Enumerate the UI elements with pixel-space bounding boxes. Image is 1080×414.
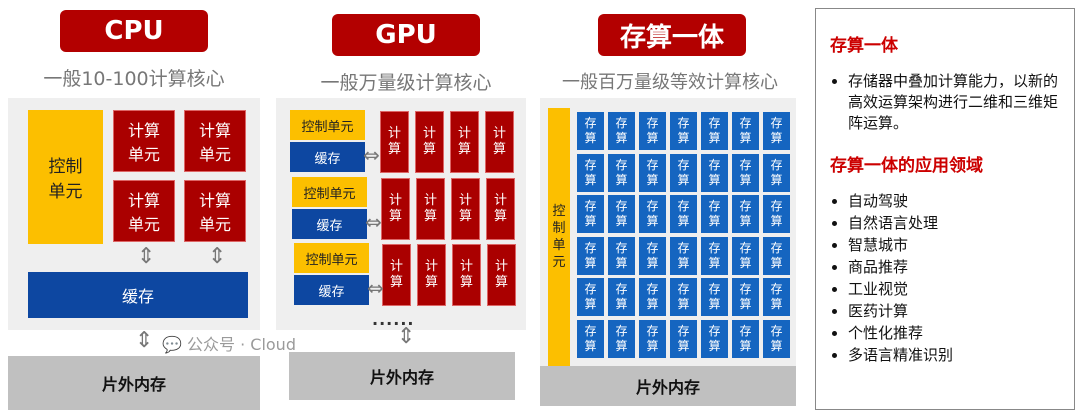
application-item: 个性化推荐 [848, 322, 1062, 343]
pim-cell: 存 算 [608, 319, 635, 358]
cpu-title: CPU [60, 10, 208, 52]
pim-control-unit: 控 制 单 元 [548, 108, 570, 366]
wechat-icon: 💬 [162, 335, 182, 354]
pim-cell: 存 算 [732, 195, 759, 233]
application-item: 自动驾驶 [848, 190, 1062, 211]
pim-title: 存算一体 [598, 14, 746, 56]
application-item: 智慧城市 [848, 234, 1062, 255]
pim-cell: 存 算 [639, 319, 666, 358]
pim-cell: 存 算 [763, 319, 790, 358]
gpu-subtitle: 一般万量级计算核心 [320, 72, 492, 94]
pim-cell: 存 算 [670, 319, 697, 358]
gpu-compute-unit: 计 算 [487, 244, 516, 306]
pim-cell: 存 算 [701, 112, 728, 150]
application-item: 自然语言处理 [848, 212, 1062, 233]
gpu-compute-unit: 计 算 [381, 178, 410, 240]
gpu-control-unit: 控制单元 [294, 243, 369, 273]
pim-cell: 存 算 [701, 195, 728, 233]
pim-cell: 存 算 [577, 236, 604, 275]
pim-cell: 存 算 [701, 153, 728, 192]
application-item: 多语言精准识别 [848, 344, 1062, 365]
pim-cell: 存 算 [670, 195, 697, 233]
pim-cell: 存 算 [701, 319, 728, 358]
leftright-arrow-icon: ⇔ [365, 210, 382, 234]
updown-arrow-icon: ⇕ [137, 244, 156, 269]
pim-cell: 存 算 [763, 278, 790, 316]
cpu-control-unit: 控制 单元 [28, 110, 103, 244]
pim-cell: 存 算 [577, 319, 604, 358]
gpu-compute-unit: 计 算 [450, 111, 479, 173]
pim-cell: 存 算 [639, 278, 666, 316]
gpu-cache: 缓存 [294, 275, 369, 305]
gpu-title: GPU [332, 14, 480, 56]
pim-cell: 存 算 [763, 236, 790, 275]
gpu-compute-unit: 计 算 [452, 244, 481, 306]
updown-arrow-icon: ⇕ [208, 244, 227, 269]
pim-cell: 存 算 [608, 112, 635, 150]
pim-cell: 存 算 [732, 236, 759, 275]
pim-cell: 存 算 [639, 236, 666, 275]
pim-cell: 存 算 [577, 153, 604, 192]
pim-cell: 存 算 [639, 195, 666, 233]
pim-cell: 存 算 [608, 153, 635, 192]
cpu-subtitle: 一般10-100计算核心 [43, 68, 225, 90]
watermark: 💬 公众号 · Cloud [162, 335, 296, 354]
pim-cell: 存 算 [701, 278, 728, 316]
gpu-compute-unit: 计 算 [415, 111, 444, 173]
pim-offchip-memory: 片外内存 [540, 366, 796, 406]
info-description: 存储器中叠加计算能力，以新的高效运算架构进行二维和三维矩阵运算。 [848, 70, 1062, 133]
gpu-compute-unit: 计 算 [416, 178, 445, 240]
gpu-control-unit: 控制单元 [290, 110, 365, 140]
pim-cell: 存 算 [670, 112, 697, 150]
pim-cell: 存 算 [763, 112, 790, 150]
gpu-compute-unit: 计 算 [486, 178, 515, 240]
gpu-offchip-memory: 片外内存 [289, 352, 515, 400]
gpu-ellipsis: ...... [372, 310, 415, 329]
pim-cell: 存 算 [732, 153, 759, 192]
pim-cell: 存 算 [732, 278, 759, 316]
gpu-compute-unit: 计 算 [380, 111, 409, 173]
cpu-cache: 缓存 [28, 272, 248, 318]
pim-cell: 存 算 [577, 195, 604, 233]
pim-cell: 存 算 [763, 195, 790, 233]
updown-arrow-icon: ⇕ [135, 328, 154, 353]
cpu-offchip-memory: 片外内存 [8, 356, 260, 410]
pim-cell: 存 算 [670, 153, 697, 192]
leftright-arrow-icon: ⇔ [363, 143, 380, 167]
application-item: 工业视觉 [848, 278, 1062, 299]
pim-cell: 存 算 [701, 236, 728, 275]
gpu-compute-unit: 计 算 [417, 244, 446, 306]
gpu-control-unit: 控制单元 [292, 177, 367, 207]
pim-subtitle: 一般百万量级等效计算核心 [562, 72, 778, 93]
pim-cell: 存 算 [670, 278, 697, 316]
gpu-cache: 缓存 [290, 142, 365, 172]
cpu-compute-unit: 计算 单元 [113, 110, 175, 172]
pim-cell: 存 算 [577, 112, 604, 150]
application-item: 商品推荐 [848, 256, 1062, 277]
gpu-compute-unit: 计 算 [451, 178, 480, 240]
gpu-compute-unit: 计 算 [382, 244, 411, 306]
updown-arrow-icon: ⇕ [397, 324, 416, 349]
cpu-compute-unit: 计算 单元 [113, 180, 175, 242]
pim-cell: 存 算 [608, 278, 635, 316]
application-item: 医药计算 [848, 300, 1062, 321]
applications-heading: 存算一体的应用领域 [830, 156, 983, 176]
gpu-compute-unit: 计 算 [485, 111, 514, 173]
pim-cell: 存 算 [577, 278, 604, 316]
pim-cell: 存 算 [608, 195, 635, 233]
gpu-cache: 缓存 [292, 209, 367, 239]
info-heading: 存算一体 [830, 36, 898, 56]
pim-cell: 存 算 [670, 236, 697, 275]
pim-cell: 存 算 [639, 112, 666, 150]
pim-cell: 存 算 [608, 236, 635, 275]
pim-cell: 存 算 [639, 153, 666, 192]
cpu-compute-unit: 计算 单元 [184, 110, 246, 172]
pim-cell: 存 算 [763, 153, 790, 192]
cpu-compute-unit: 计算 单元 [184, 180, 246, 242]
leftright-arrow-icon: ⇔ [367, 276, 384, 300]
pim-cell: 存 算 [732, 319, 759, 358]
pim-cell: 存 算 [732, 112, 759, 150]
info-panel: 存算一体 存储器中叠加计算能力，以新的高效运算架构进行二维和三维矩阵运算。 存算… [815, 8, 1075, 410]
